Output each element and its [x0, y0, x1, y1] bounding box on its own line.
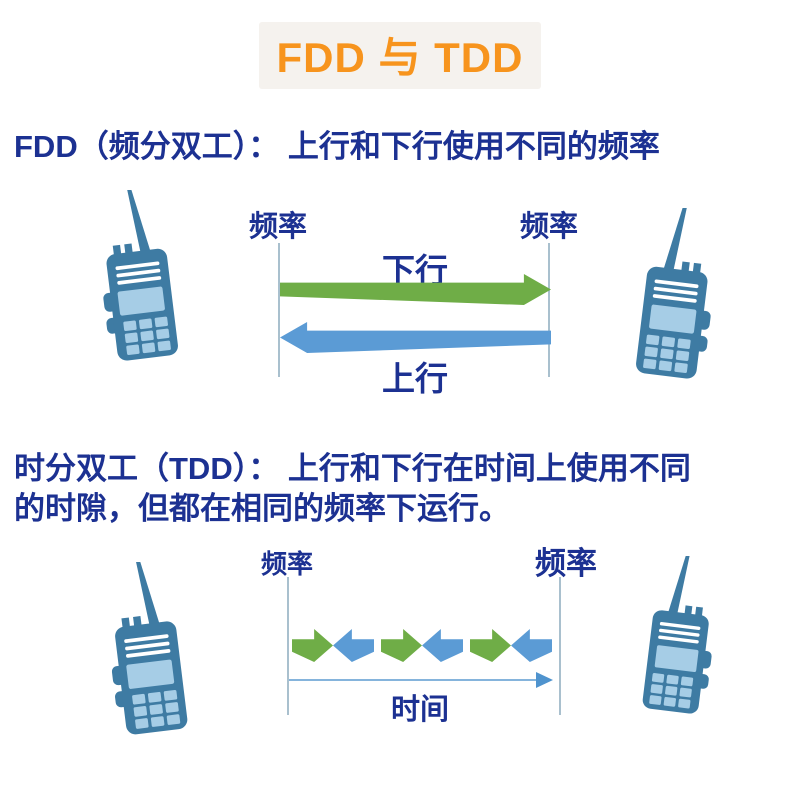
- fdd-frequency-axis-right: [548, 243, 550, 377]
- tdd-time-axis-arrowhead-icon: [536, 672, 553, 688]
- page-title: FDD 与 TDD: [258, 22, 542, 89]
- walkie-talkie-icon: [92, 562, 212, 748]
- tdd-frequency-axis-label-right: 频率: [535, 546, 597, 581]
- fdd-uplink-arrow: [280, 322, 551, 353]
- uplink-slot-arrow: [422, 629, 463, 662]
- tdd-frequency-axis-label-left: 频率: [260, 549, 313, 579]
- walkie-talkie-icon: [620, 556, 730, 726]
- tdd-slot-arrows: [292, 629, 554, 662]
- downlink-slot-arrow: [292, 629, 333, 662]
- tdd-heading-line1: 时分双工（TDD）： 上行和下行在时间上使用不同: [14, 451, 691, 486]
- downlink-slot-arrow: [470, 629, 511, 662]
- walkie-talkie-icon: [612, 208, 730, 392]
- tdd-frequency-axis-right: [559, 577, 561, 715]
- uplink-slot-arrow: [511, 629, 552, 662]
- fdd-frequency-axis-label-right: 频率: [519, 211, 578, 243]
- fdd-uplink-label: 上行: [382, 360, 448, 397]
- tdd-time-label: 时间: [390, 694, 449, 726]
- fdd-frequency-axis-left: [278, 243, 280, 377]
- fdd-frequency-axis-label-left: 频率: [248, 211, 307, 243]
- fdd-heading: FDD（频分双工）： 上行和下行使用不同的频率: [14, 129, 660, 164]
- walkie-talkie-icon: [84, 190, 202, 374]
- tdd-heading-line2: 的时隙，但都在相同的频率下运行。: [14, 491, 510, 526]
- page-title-row: FDD 与 TDD: [0, 22, 800, 89]
- tdd-time-axis: [289, 679, 537, 681]
- uplink-slot-arrow: [333, 629, 374, 662]
- tdd-frequency-axis-left: [287, 577, 289, 715]
- downlink-slot-arrow: [381, 629, 422, 662]
